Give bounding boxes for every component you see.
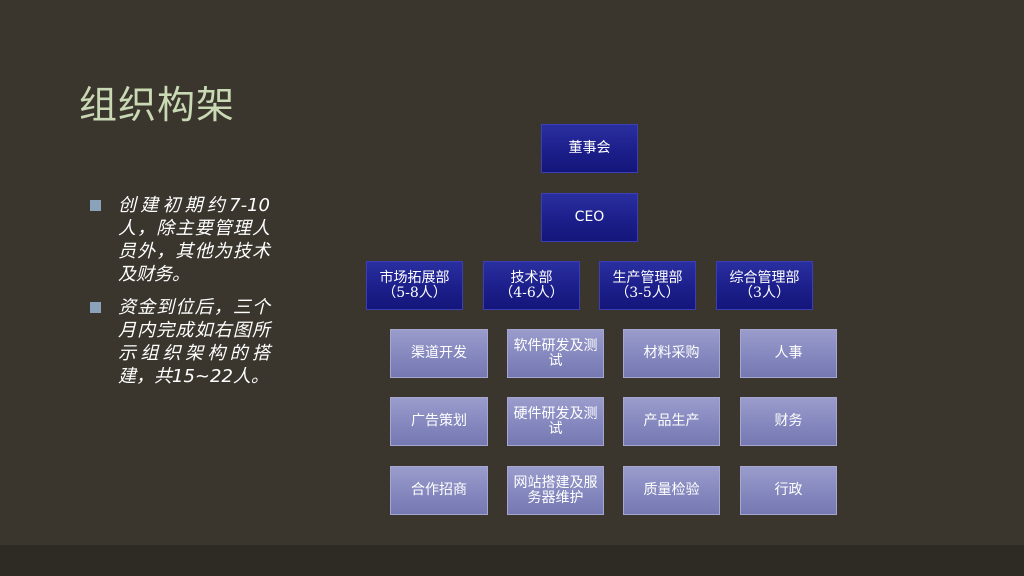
department-size: （4-6人） (499, 284, 564, 301)
org-node-unit: 硬件研发及测试 (507, 397, 604, 446)
unit-label: 质量检验 (643, 482, 700, 498)
org-node-board: 董事会 (541, 124, 638, 173)
unit-label: 网站搭建及服务器维护 (513, 474, 598, 506)
unit-label: 产品生产 (643, 413, 700, 429)
bullet-list: 创建初期约7-10人，除主要管理人员外，其他为技术及财务。 资金到位后，三个月内… (90, 194, 270, 398)
org-node-ceo: CEO (541, 193, 638, 242)
org-node-unit: 产品生产 (623, 397, 720, 446)
department-name: 综合管理部 (729, 269, 800, 286)
org-node-unit: 人事 (740, 329, 837, 378)
slide-title: 组织构架 (79, 83, 236, 127)
unit-label: 合作招商 (411, 482, 467, 498)
bullet-text: 资金到位后，三个月内完成如右图所示组织架构的搭建，共15~22人。 (118, 297, 270, 387)
square-bullet-icon (90, 200, 101, 211)
org-node-unit: 软件研发及测试 (507, 329, 604, 378)
unit-label: 软件研发及测试 (513, 337, 598, 369)
department-size: （5-8人） (382, 284, 447, 301)
org-node-unit: 行政 (740, 466, 837, 515)
bullet-item: 创建初期约7-10人，除主要管理人员外，其他为技术及财务。 (90, 194, 270, 286)
department-size: （3-5人） (615, 284, 680, 301)
unit-label: 人事 (774, 345, 803, 361)
org-node-label: CEO (574, 209, 605, 225)
org-node-unit: 财务 (740, 397, 837, 446)
department-name: 技术部 (510, 269, 553, 286)
org-node-unit: 合作招商 (390, 466, 488, 515)
unit-label: 广告策划 (411, 413, 467, 429)
square-bullet-icon (90, 302, 101, 313)
department-size: （3人） (739, 284, 790, 301)
unit-label: 渠道开发 (411, 345, 467, 361)
bullet-item: 资金到位后，三个月内完成如右图所示组织架构的搭建，共15~22人。 (90, 296, 270, 388)
unit-label: 材料采购 (643, 345, 700, 361)
bullet-text: 创建初期约7-10人，除主要管理人员外，其他为技术及财务。 (118, 195, 270, 285)
org-node-unit: 渠道开发 (390, 329, 488, 378)
unit-label: 财务 (774, 413, 803, 429)
footer-band (0, 545, 1024, 576)
org-node-unit: 广告策划 (390, 397, 488, 446)
department-name: 市场拓展部 (379, 269, 450, 286)
org-node-department: 市场拓展部 （5-8人） (366, 261, 463, 310)
org-node-unit: 网站搭建及服务器维护 (507, 466, 604, 515)
org-node-department: 综合管理部 （3人） (716, 261, 813, 310)
department-name: 生产管理部 (612, 269, 683, 286)
org-node-department: 技术部 （4-6人） (483, 261, 580, 310)
org-node-unit: 材料采购 (623, 329, 720, 378)
org-node-department: 生产管理部 （3-5人） (599, 261, 696, 310)
org-node-unit: 质量检验 (623, 466, 720, 515)
org-node-label: 董事会 (568, 140, 611, 156)
unit-label: 行政 (774, 482, 803, 498)
unit-label: 硬件研发及测试 (513, 405, 598, 437)
